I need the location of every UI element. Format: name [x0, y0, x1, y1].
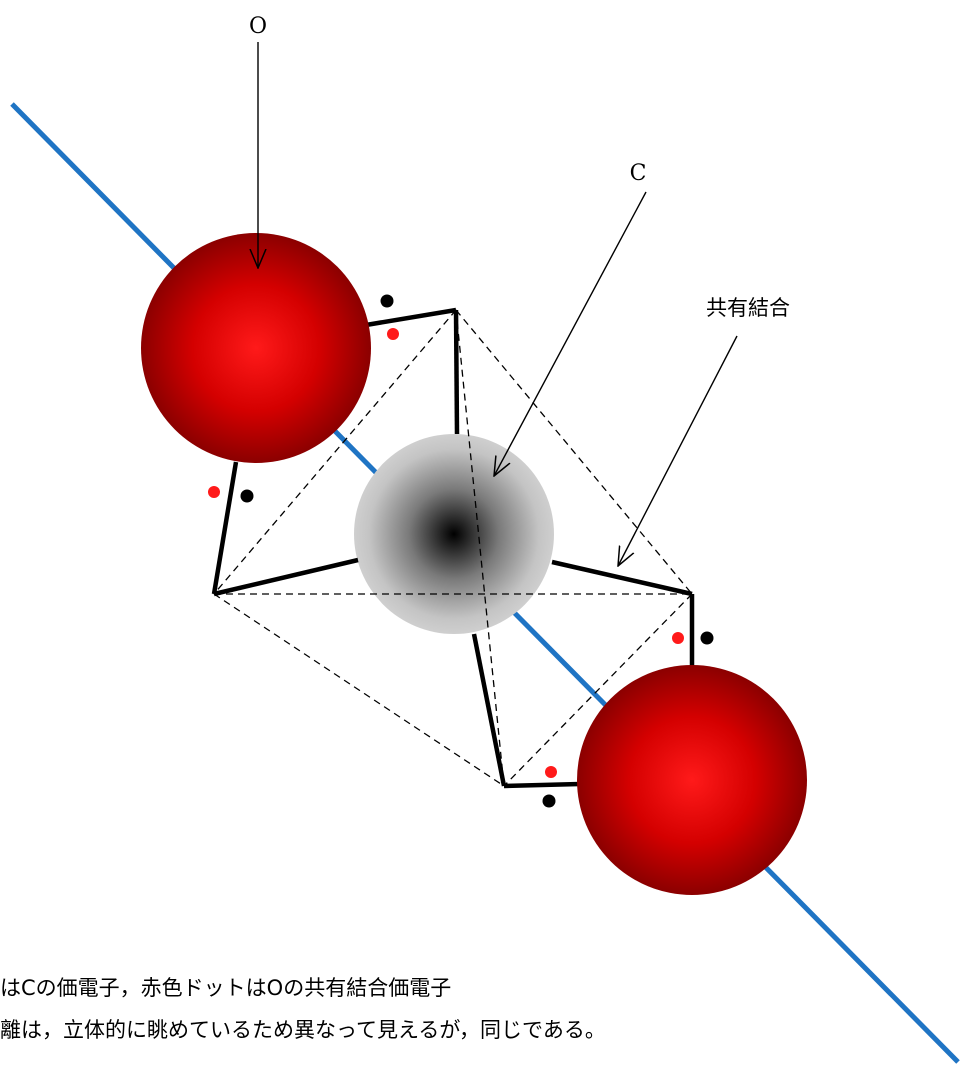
- caption-line-2: 離は，立体的に眺めているため異なって見えるが，同じである。: [0, 1018, 606, 1042]
- tetrahedron-edges: [213, 309, 693, 787]
- oxygen-bond-electrons: [208, 328, 684, 778]
- oxygen-atom-lower: [577, 665, 807, 895]
- caption-line-1: はCの価電子，赤色ドットはOの共有結合価電子: [0, 976, 452, 1000]
- oxygen-atom-upper: [141, 233, 371, 463]
- covalent-bond-label: 共有結合: [706, 296, 790, 320]
- covalent-bond-lines: [211, 307, 695, 789]
- carbon-atom: [354, 434, 554, 634]
- oxygen-label: O: [249, 14, 267, 39]
- carbon-label: C: [630, 161, 647, 186]
- carbon-valence-electrons: [240, 294, 714, 808]
- covalent-bond-label-arrow: [618, 335, 738, 566]
- carbon-label-arrow: [494, 191, 647, 476]
